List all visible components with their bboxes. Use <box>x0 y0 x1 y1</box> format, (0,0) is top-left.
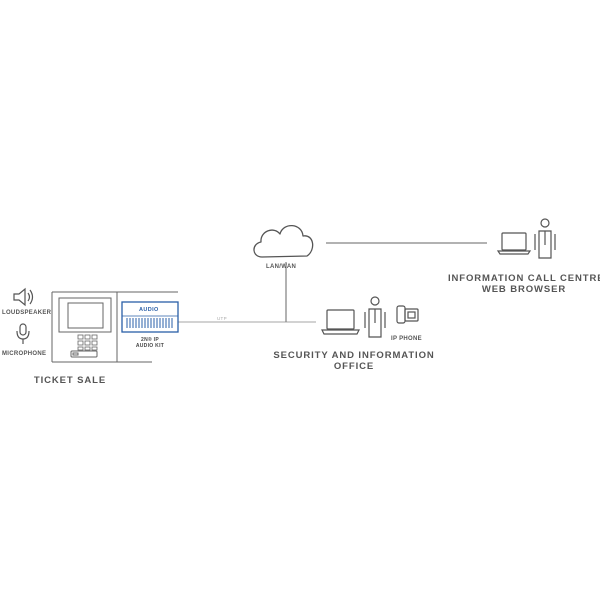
person-icon <box>534 218 556 259</box>
microphone-icon <box>16 323 30 344</box>
lan-wan-label: LAN/WAN <box>266 264 297 270</box>
security-line1: SECURITY AND INFORMATION <box>273 350 435 361</box>
audio-kit-line2: AUDIO KIT <box>135 343 165 349</box>
person-icon <box>364 296 386 338</box>
ticket-sale-label: TICKET SALE <box>33 375 107 386</box>
audio-kit-icon <box>121 301 179 333</box>
audio-kit-label: 2N® IP AUDIO KIT <box>130 337 170 349</box>
laptop-icon <box>321 309 360 335</box>
loudspeaker-icon <box>13 287 34 307</box>
call-centre-line1: INFORMATION CALL CENTRE <box>448 273 600 284</box>
call-centre-label: INFORMATION CALL CENTRE WEB BROWSER <box>448 273 600 295</box>
laptop-icon <box>496 232 532 255</box>
ip-phone-label: IP PHONE <box>391 336 422 342</box>
security-line2: OFFICE <box>333 361 375 372</box>
ticket-booth-icon <box>51 291 178 363</box>
ip-phone-icon <box>396 305 419 324</box>
call-centre-line2: WEB BROWSER <box>481 284 567 295</box>
cloud-icon <box>253 224 314 258</box>
keypad-icon <box>77 334 98 351</box>
loudspeaker-label: LOUDSPEAKER <box>2 310 52 316</box>
microphone-label: MICROPHONE <box>2 351 47 357</box>
audio-label: AUDIO <box>139 307 159 313</box>
security-office-label: SECURITY AND INFORMATION OFFICE <box>266 350 442 372</box>
audio-kit-line1: 2N® IP <box>141 337 159 343</box>
utp-label: UTP <box>217 316 227 321</box>
